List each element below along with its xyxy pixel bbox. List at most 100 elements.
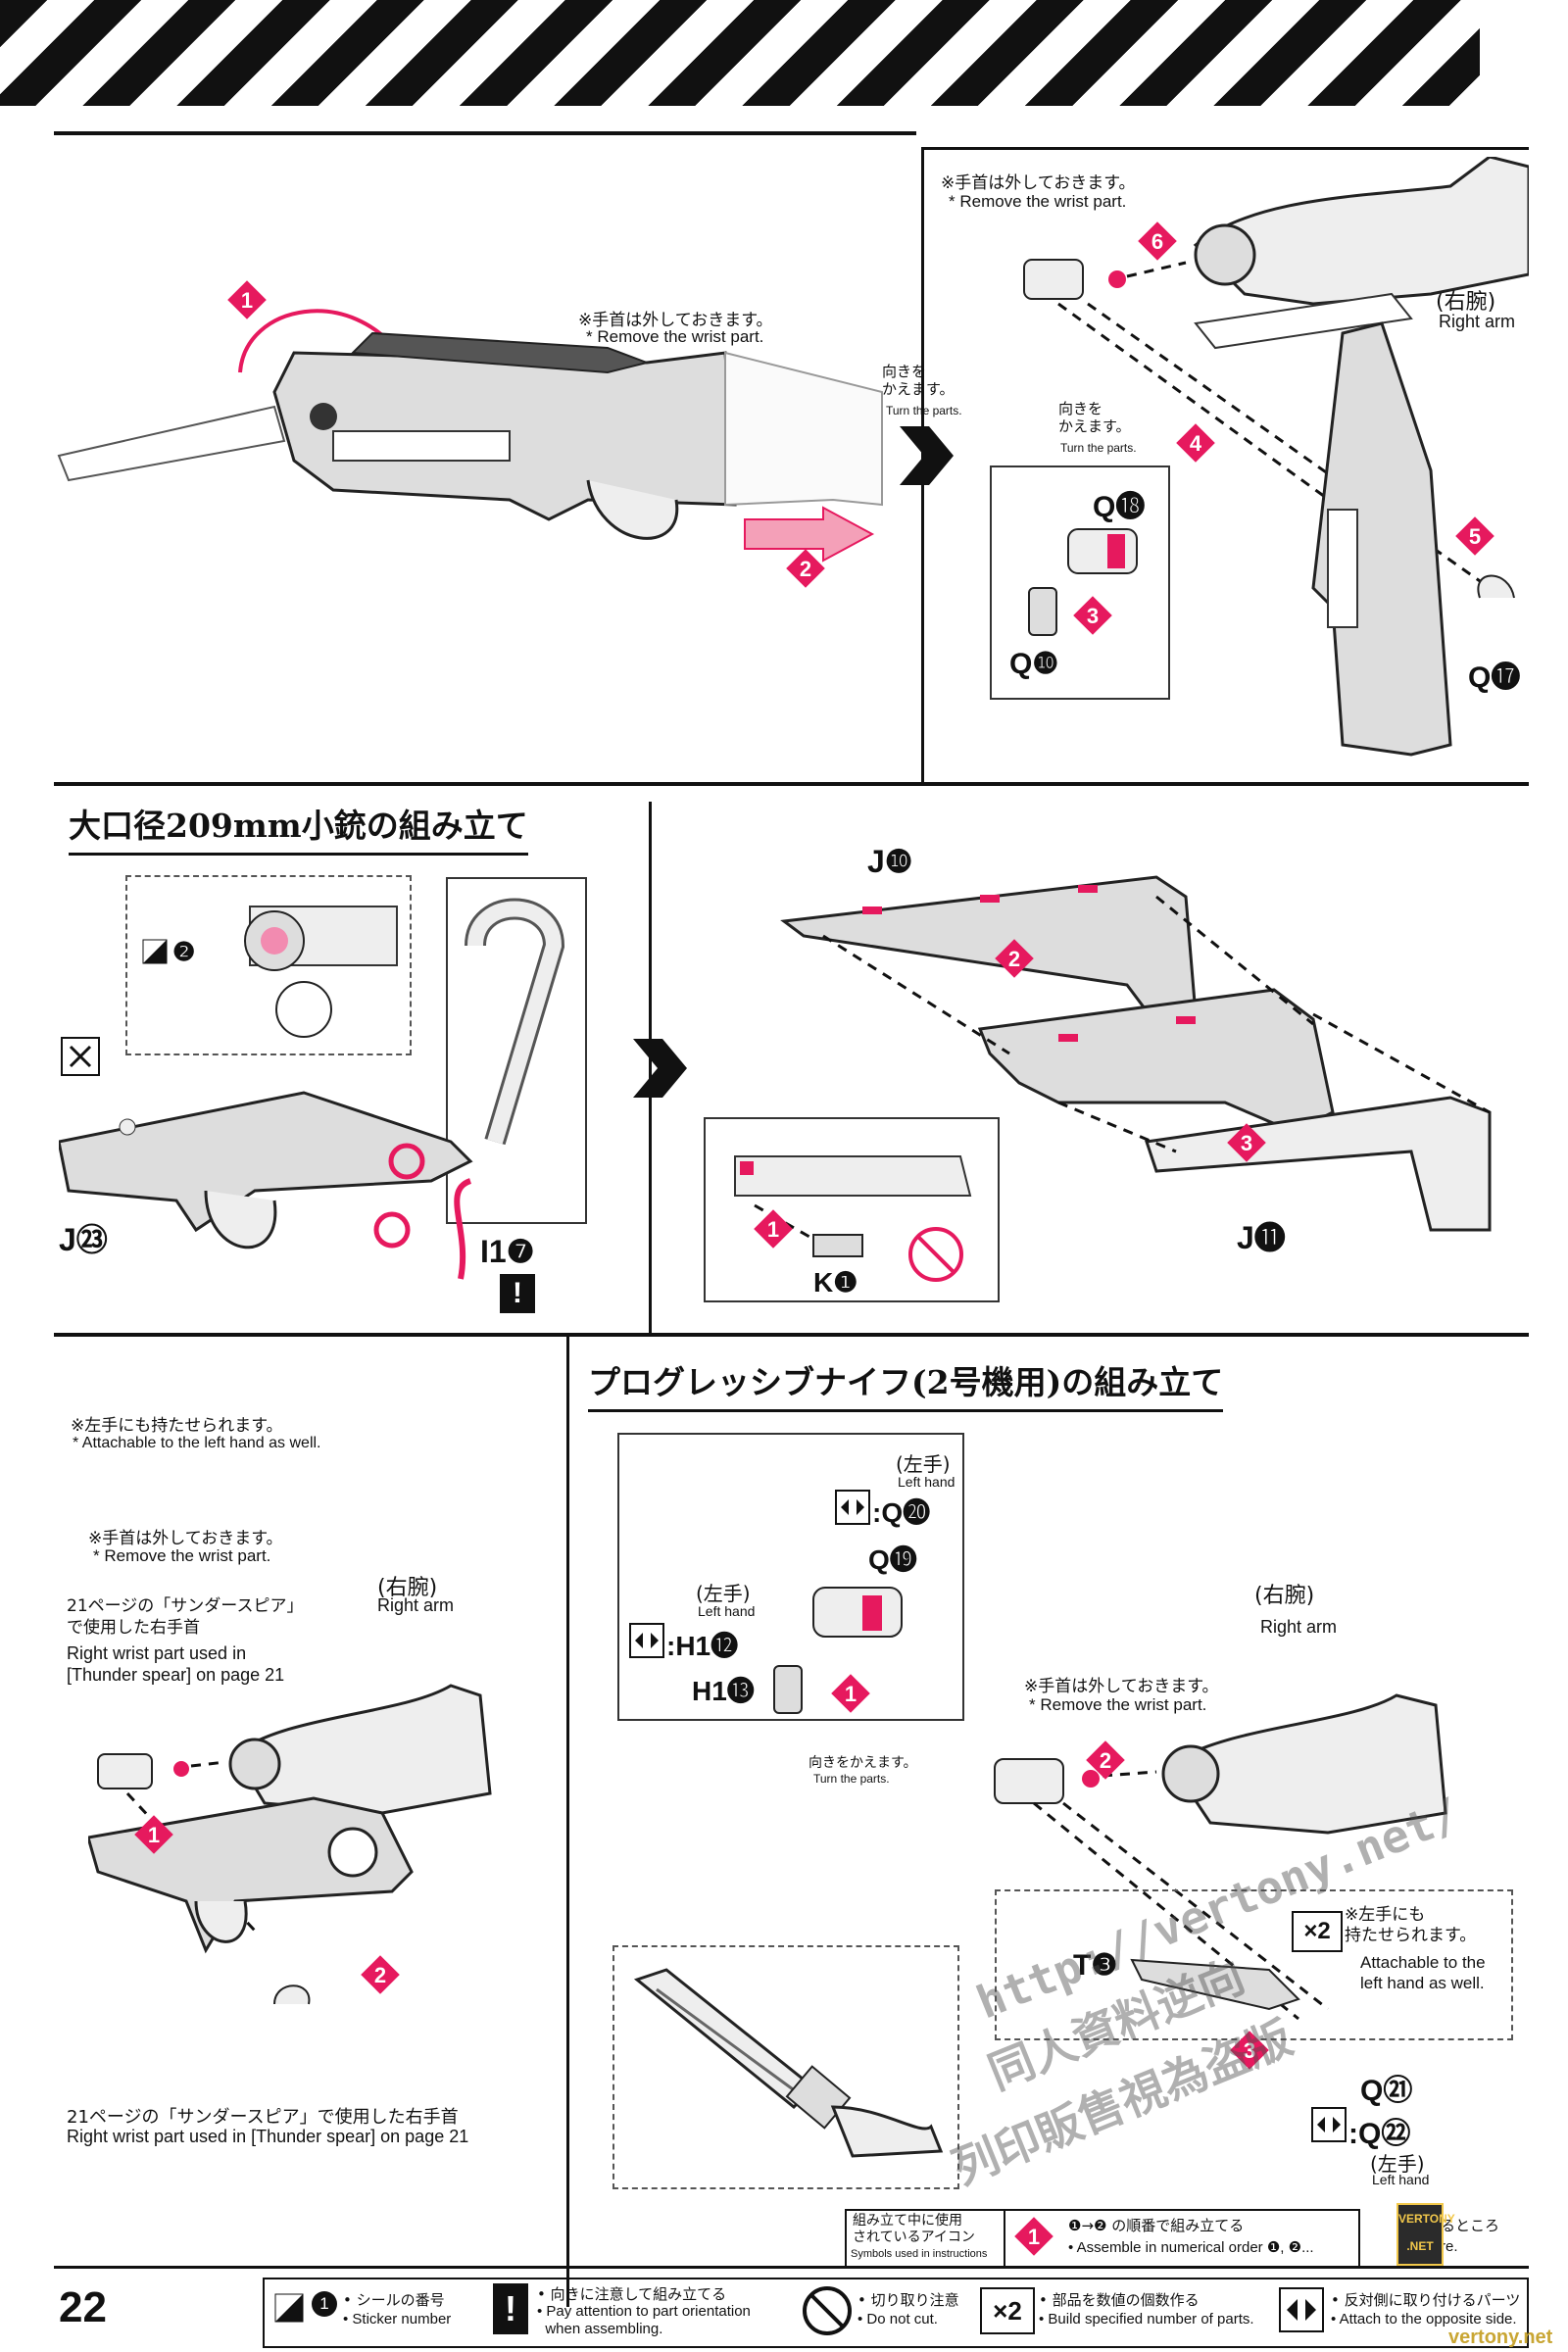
rifle-folding-illustration (57, 309, 883, 563)
rifle-j23-illustration (59, 1091, 473, 1280)
legend-sticker-num-icon: 1 (310, 2291, 337, 2317)
inset-part-h113: H1⓭ (692, 1676, 755, 1706)
legend-bottom-box (263, 2278, 1529, 2348)
right-remove-wrist-jp: ※手首は外しておきます。 (941, 173, 1136, 193)
part-label-i17: I1❼ (480, 1234, 535, 1269)
sticker-number: ❷ (172, 937, 196, 966)
legend-header-jp: 組み立て中に使用 されているアイコン (853, 2213, 975, 2245)
inset-left-hand2-jp: (左手) (696, 1582, 751, 1605)
sec3-turn-en: Turn the parts. (813, 1772, 890, 1786)
wrist-ref-jp: 21ページの「サンダースピア」 で使用した右手首 (67, 1596, 304, 1638)
rifle-j10-j11-illustration (780, 875, 1492, 1232)
remove-wrist-note-jp: ※手首は外しておきます。 (578, 311, 773, 330)
sec3-turn-jp: 向きをかえます。 (808, 1755, 917, 1771)
part-label-q22: :Q㉒ (1348, 2118, 1411, 2150)
part-label-j11: J⓫ (1237, 1220, 1286, 1255)
inset-part-q19: Q⓳ (868, 1544, 917, 1575)
legend-order-en: • Assemble in numerical order ❶, ❷... (1068, 2239, 1314, 2256)
legend-sticker-icon (274, 2293, 304, 2328)
sec3-remove-wrist-jp: ※手首は外しておきます。 (1024, 1677, 1219, 1696)
opposite-side-icon-2 (629, 1623, 664, 1663)
left-hand-note-jp: ※左手にも持たせられます。 (71, 1416, 283, 1436)
knife-rifle-arm-illustration (88, 1684, 492, 2005)
hazard-stripe-header (0, 0, 1568, 106)
right-remove-wrist-en: * Remove the wrist part. (949, 192, 1127, 211)
left-right-arm-en: Right arm (377, 1595, 455, 1615)
legend-nocut-jp: • 切り取り注意 (858, 2291, 959, 2309)
inset-part-h112: :H1⓬ (666, 1631, 739, 1661)
part-label-q18: Q⓲ (1093, 491, 1146, 523)
sec3-right-arm-jp: (右腕) (1254, 1584, 1315, 1608)
sec3-right-arm-en: Right arm (1260, 1617, 1338, 1637)
part-label-k1: K❶ (813, 1267, 858, 1298)
clip-part-illustration (465, 898, 565, 1146)
left-hand3-jp: (左手) (1370, 2152, 1425, 2176)
x2-count-icon: ×2 (1292, 1911, 1343, 1952)
section3-rule (54, 1333, 1529, 1337)
part-label-q10: Q❿ (1009, 648, 1059, 680)
inset-turn-jp: 向きを かえます。 (1058, 400, 1131, 435)
section2-rule (54, 782, 1529, 786)
legend-other-jp: るところ (1441, 2217, 1500, 2234)
section3-divider (566, 1335, 569, 2307)
legend-count-icon: ×2 (980, 2287, 1035, 2334)
clip-inset-box (446, 877, 587, 1224)
wrist-ref2-en: Right wrist part used in [Thunder spear]… (67, 2127, 469, 2146)
section3-title: プログレッシブナイフ(2号機用)の組み立て (588, 1356, 1224, 1412)
watermark-footer: vertony.net (1448, 2327, 1553, 2348)
inset-left-hand2-en: Left hand (698, 1603, 756, 1619)
section2-arrow-icon (633, 1039, 687, 1098)
legend-count-en: • Build specified number of parts. (1039, 2311, 1254, 2328)
top-rule-right (921, 147, 1529, 150)
legend-nocut-icon (802, 2285, 853, 2341)
inset-left-hand-jp: (左手) (896, 1452, 951, 1476)
orientation-warning-icon: ! (500, 1274, 535, 1313)
left-hand-note-en: * Attachable to the left hand as well. (73, 1435, 321, 1451)
arm-knife-illustration (994, 1693, 1447, 2021)
legend-header-en: Symbols used in instructions (851, 2248, 988, 2260)
section2-divider (649, 802, 652, 1333)
right-arm-label-en: Right arm (1439, 312, 1516, 331)
inset-left-hand-en: Left hand (898, 1474, 956, 1490)
legend-other-en: re. (1441, 2238, 1458, 2255)
x2-note-jp: ※左手にも 持たせられます。 (1345, 1905, 1477, 1945)
legend-orient-en: • Pay attention to part orientation when… (537, 2303, 751, 2337)
legend-nocut-en: • Do not cut. (858, 2311, 938, 2328)
legend-opposite-icon (1279, 2287, 1324, 2337)
sticker-detail-illustration (244, 906, 398, 1038)
left-hand-inset-box (617, 1433, 964, 1721)
turn-parts-en: Turn the parts. (886, 404, 962, 417)
legend-opposite-jp: • 反対側に取り付けるパーツ (1331, 2291, 1521, 2309)
opposite-side-icon-3 (1311, 2107, 1347, 2147)
part-label-j10: J❿ (867, 844, 913, 879)
left-hand3-en: Left hand (1372, 2172, 1430, 2187)
sec3-remove-wrist-en: * Remove the wrist part. (1029, 1695, 1207, 1714)
hand-parts-illustration (1028, 528, 1138, 636)
left-hand-parts-illustration (773, 1587, 903, 1714)
legend-orient-jp: • 向きに注意して組み立てる (537, 2285, 727, 2303)
turn-parts-jp: 向きを かえます。 (882, 363, 955, 398)
muzzle-detail-illustration (734, 1155, 972, 1282)
arm-and-rifle-illustration (1023, 157, 1529, 757)
sticker-inset-box (125, 875, 412, 1055)
legend-opposite-en: • Attach to the opposite side. (1331, 2311, 1517, 2328)
hand-inset-box (990, 466, 1170, 700)
part-label-j23: J㉓ (59, 1222, 108, 1257)
legend-count-jp: • 部品を数値の個数作る (1039, 2291, 1200, 2309)
page-number: 22 (59, 2283, 107, 2331)
nipper-icon (61, 1037, 100, 1081)
right-arm-label-jp: (右腕) (1436, 290, 1496, 315)
legend-order-box (1004, 2209, 1360, 2268)
top-rule-left (54, 131, 916, 135)
left-right-arm-jp: (右腕) (377, 1576, 438, 1600)
header-corner (1480, 0, 1568, 106)
legend-sticker-jp: • シールの番号 (343, 2291, 445, 2309)
inset-part-q20: :Q⓴ (872, 1497, 931, 1528)
sticker-icon (142, 939, 168, 969)
muzzle-inset-box (704, 1117, 1000, 1302)
opposite-side-icon (835, 1490, 870, 1530)
left-remove-wrist-jp: ※手首は外しておきます。 (88, 1529, 283, 1548)
turn-arrow-icon (900, 426, 954, 485)
wrist-ref2-jp: 21ページの「サンダースピア」で使用した右手首 (67, 2107, 459, 2128)
legend-sticker-en: • Sticker number (343, 2311, 452, 2328)
